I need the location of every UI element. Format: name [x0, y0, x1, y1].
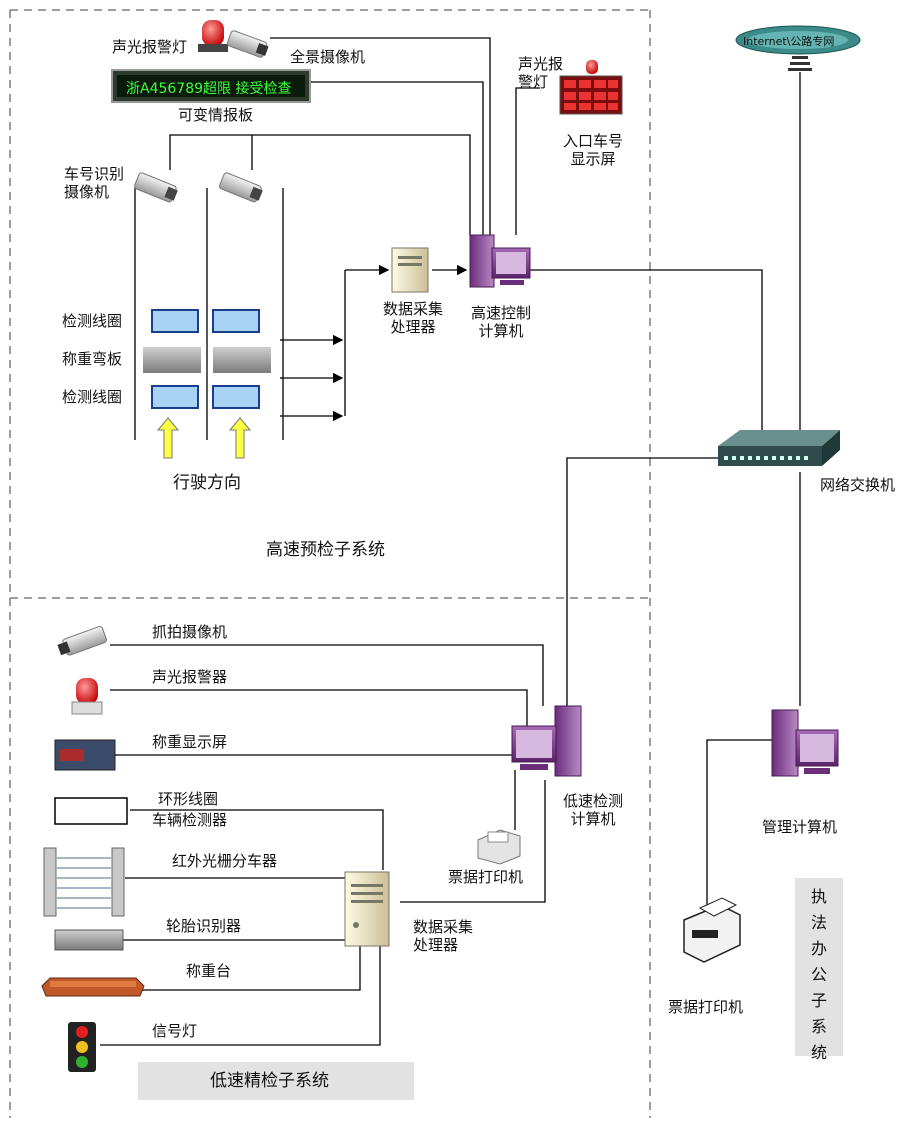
control-pc-label: 高速控制计算机	[470, 304, 531, 340]
low-collector-label: 数据采集处理器	[413, 918, 474, 954]
scale-label: 称重台	[186, 962, 232, 980]
entry-alarm-label: 声光报警灯	[518, 55, 564, 91]
low-collector-server-icon	[344, 871, 390, 947]
mgmt-pc-label: 管理计算机	[762, 818, 838, 836]
loop-bottom-label: 检测线圈	[62, 388, 123, 406]
network-switch-icon	[718, 430, 840, 466]
low-printer-label: 票据打印机	[448, 868, 524, 886]
collector-label: 数据采集处理器	[382, 300, 443, 336]
office-subsystem-title: 执 法 办 公 子 系 统	[810, 887, 827, 1062]
high-speed-subsystem-title: 高速预检子系统	[266, 540, 385, 560]
ir-curtain-label: 红外光栅分车器	[172, 852, 278, 870]
alarm-lamp-icon	[198, 20, 228, 52]
alarm-icon	[71, 678, 103, 715]
tire-recognizer-label: 轮胎识别器	[166, 917, 242, 935]
alarm-label: 声光报警器	[152, 668, 228, 686]
traffic-light-icon	[68, 1022, 96, 1072]
signal-light-label: 信号灯	[152, 1022, 198, 1040]
internet-label: Internet\公路专网	[743, 35, 835, 48]
vms-board-text: 浙A456789超限 接受检查	[126, 81, 292, 97]
switch-label: 网络交换机	[820, 476, 896, 494]
office-printer-label: 票据打印机	[668, 998, 744, 1016]
lane-sensors	[143, 309, 271, 409]
loop-label: 环形线圈	[158, 790, 219, 808]
internet-cloud-icon	[735, 25, 861, 71]
vms-board-label: 可变情报板	[178, 106, 254, 124]
detect-pc-label: 低速检测计算机	[562, 792, 623, 828]
snapshot-camera-icon	[57, 625, 107, 656]
mgmt-pc-icon	[771, 709, 839, 777]
plate-camera-label: 车号识别摄像机	[64, 165, 125, 201]
plate-camera-icon-2	[219, 172, 263, 203]
office-printer-icon	[683, 897, 741, 963]
direction-label: 行驶方向	[173, 473, 241, 493]
low-speed-subsystem-title: 低速精检子系统	[210, 1071, 329, 1091]
loop-icon	[54, 797, 128, 825]
low-speed-title-box	[138, 1062, 414, 1100]
scale-icon	[41, 977, 145, 997]
entry-alarm-icon	[586, 60, 598, 74]
vehicle-detector-label: 车辆检测器	[152, 811, 228, 829]
entry-display-icon	[559, 75, 623, 115]
entry-display-label: 入口车号显示屏	[562, 132, 623, 168]
vms-board-icon	[111, 69, 311, 103]
snapshot-camera-label: 抓拍摄像机	[152, 623, 228, 641]
direction-arrow-icons	[156, 417, 252, 459]
camera-icon	[226, 30, 269, 58]
plate-camera-icon-1	[134, 172, 178, 203]
control-pc-icon	[469, 234, 531, 288]
alarm-lamp-label: 声光报警灯	[112, 38, 188, 56]
weigh-display-label: 称重显示屏	[152, 733, 228, 751]
weigh-display-icon	[54, 739, 116, 771]
tire-recognizer-icon	[54, 929, 124, 951]
loop-top-label: 检测线圈	[62, 312, 123, 330]
office-subsystem-box	[795, 878, 843, 1056]
panoramic-camera-label: 全景摄像机	[290, 48, 366, 66]
collector-server-icon	[391, 247, 429, 293]
weigh-plate-label: 称重弯板	[62, 350, 123, 368]
ir-curtain-icon	[43, 847, 125, 917]
low-printer-icon	[477, 829, 521, 865]
connection-lines	[100, 37, 801, 1046]
region-borders	[9, 9, 651, 1118]
detect-pc-icon	[511, 705, 582, 777]
